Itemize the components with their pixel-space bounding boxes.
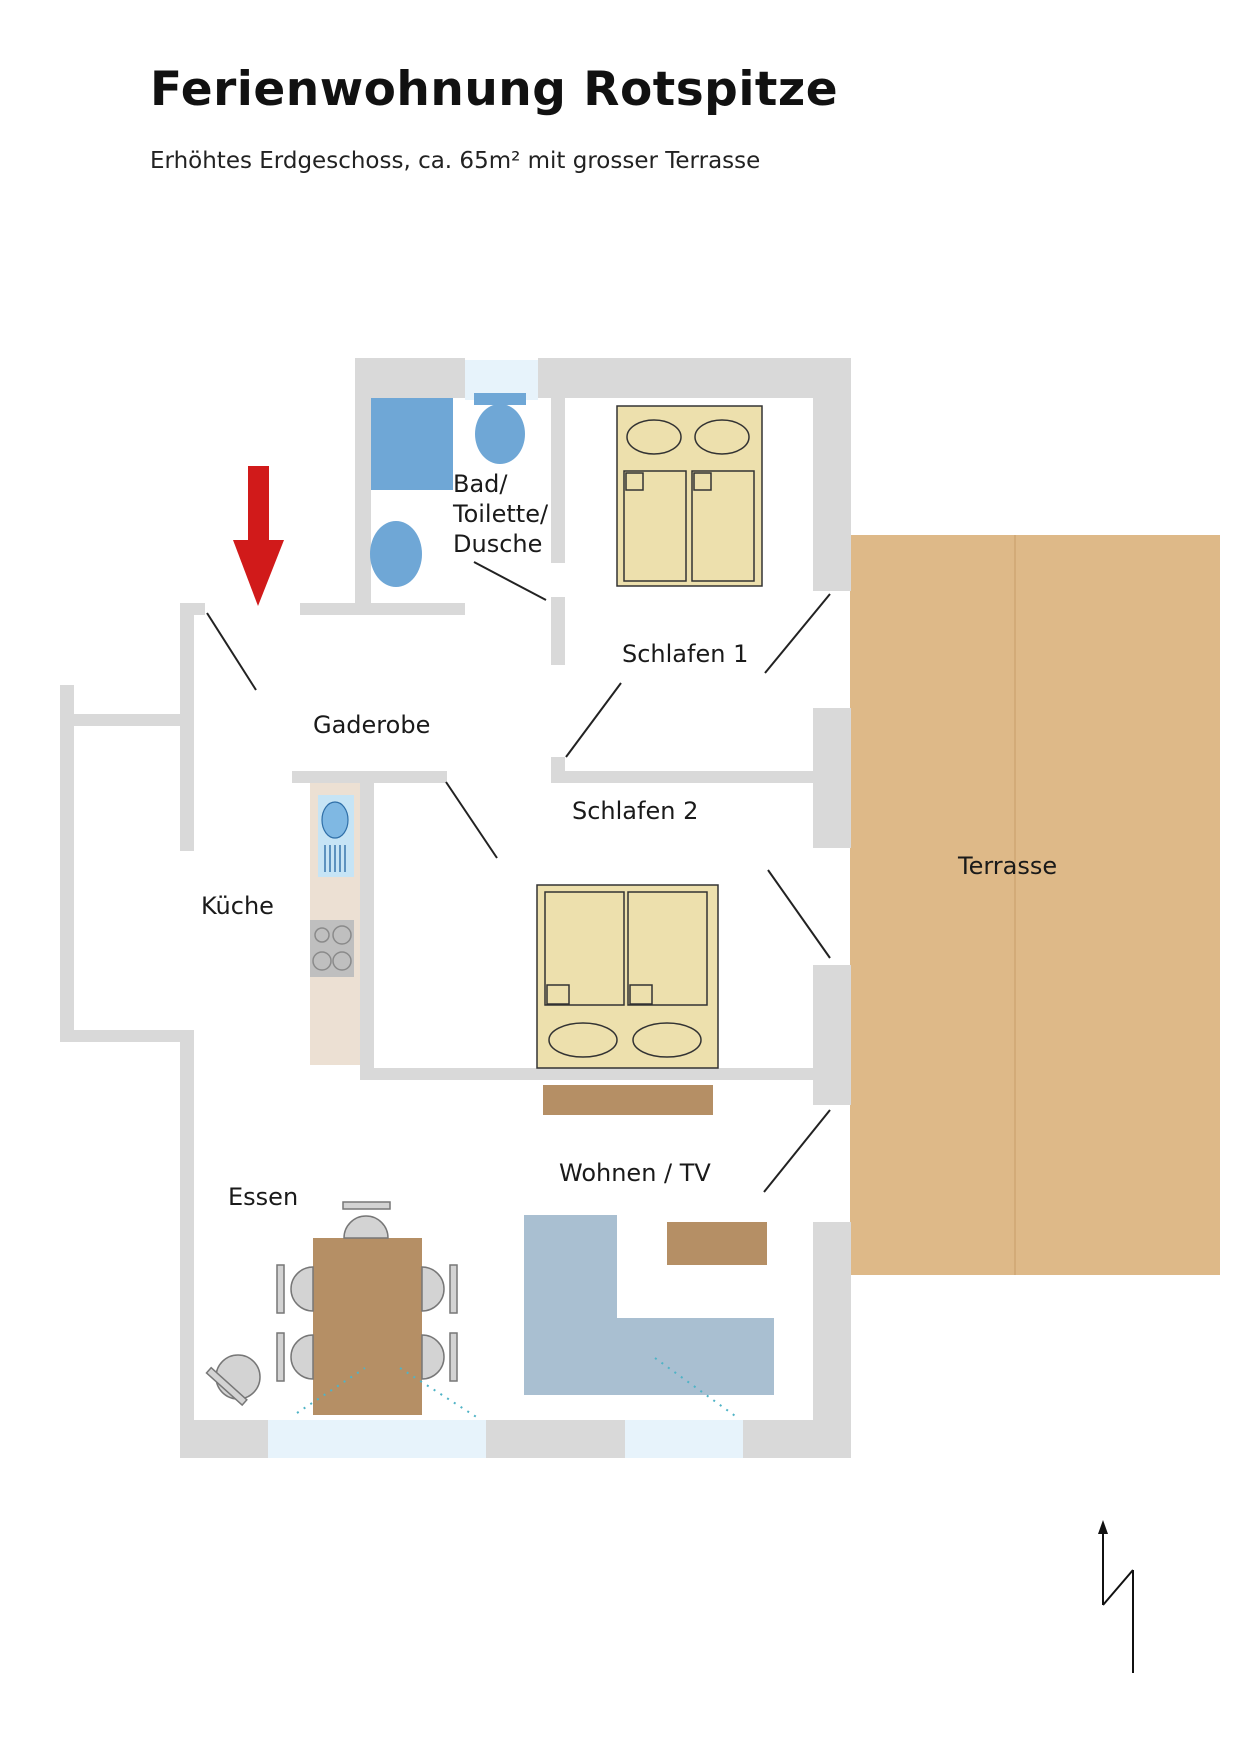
walls [60, 358, 851, 1458]
plan-subtitle: Erhöhtes Erdgeschoss, ca. 65m² mit gross… [150, 148, 761, 174]
plan-title: Ferienwohnung Rotspitze [150, 62, 839, 117]
room-label-gaderobe: Gaderobe [313, 711, 430, 739]
coffee-table [667, 1222, 767, 1265]
dining-chairs [205, 1201, 458, 1407]
room-label-schlafen-2: Schlafen 2 [572, 797, 698, 825]
room-label-wohnen: Wohnen / TV [559, 1159, 711, 1187]
tv-bench [543, 1085, 713, 1115]
door-swings [206, 561, 831, 1193]
windows [268, 360, 743, 1458]
toilet-bowl [475, 404, 525, 464]
double-bed-schlafen-1 [616, 405, 763, 587]
room-label-bad-1: Bad/ [453, 470, 508, 498]
shower-tray [371, 398, 453, 490]
room-label-schlafen-1: Schlafen 1 [622, 640, 748, 668]
dining-table [313, 1238, 422, 1415]
double-bed-schlafen-2 [536, 884, 719, 1069]
room-label-terrasse: Terrasse [957, 852, 1057, 880]
terrace-area [850, 535, 1220, 1275]
corner-sofa [524, 1215, 774, 1395]
washbasin [370, 521, 422, 587]
window-swing-indicators [296, 1357, 739, 1419]
entrance-arrow-icon [233, 466, 284, 606]
toilet-tank [474, 393, 526, 405]
room-label-kueche: Küche [201, 892, 274, 920]
stove-icon [310, 920, 354, 977]
room-label-essen: Essen [228, 1183, 298, 1211]
room-label-bad-2: Toilette/ [452, 500, 549, 528]
room-label-bad-3: Dusche [453, 530, 542, 558]
sink-icon [318, 795, 354, 877]
north-arrow-icon [1098, 1520, 1134, 1673]
